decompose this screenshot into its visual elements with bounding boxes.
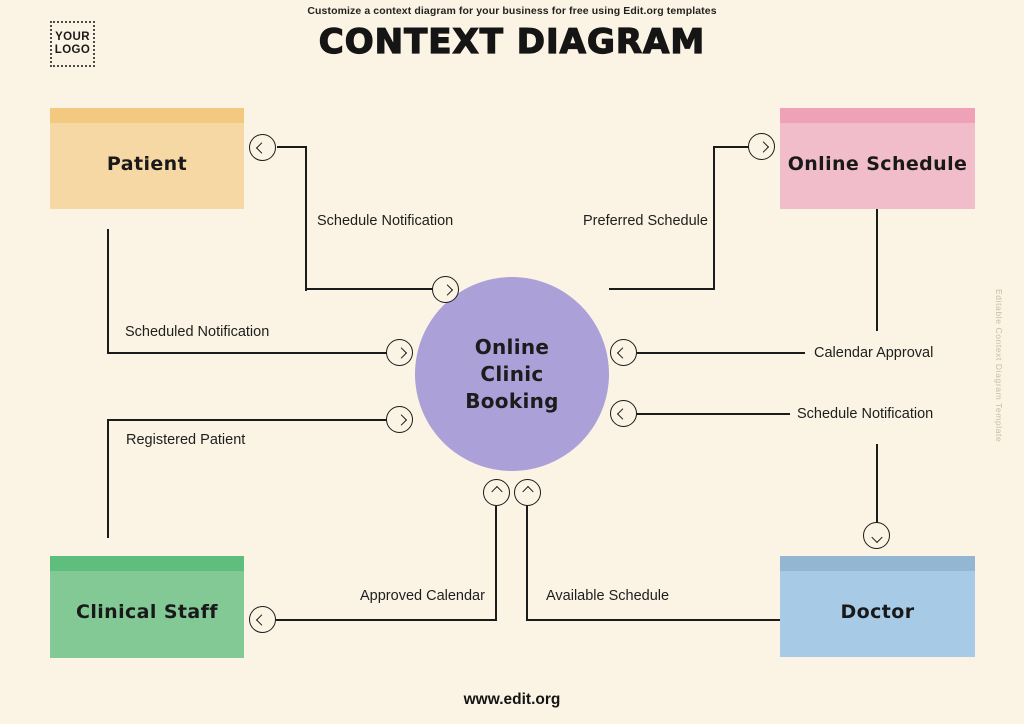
chevron-right-icon [395,413,407,426]
side-watermark: Editable Context Diagram Template [994,289,1004,443]
flow-line-registered-patient [107,419,109,538]
chevron-right-icon [395,346,407,359]
flow-line-scheduled-notification [107,352,387,354]
flow-line-registered-patient [107,419,387,421]
flow-line-available-schedule [526,619,781,621]
flow-line-approved-calendar [276,619,497,621]
flow-label-calendar-approval: Calendar Approval [814,345,934,361]
entity-patient-header-strip [50,108,244,123]
chevron-right-icon [441,283,453,296]
flow-line-calendar-approval [637,352,805,354]
flow-line-schedule-notification-right [637,413,790,415]
logo-placeholder: YOUR LOGO [50,21,95,67]
arrow-node-into-doctor [863,522,890,549]
arrow-node-into-center-bottom-right [514,479,541,506]
flow-label-schedule-notification-top: Schedule Notification [317,213,454,229]
arrow-node-into-center-left-lower [386,406,413,433]
flow-line-preferred-schedule [713,146,715,290]
arrow-node-into-clinical-staff [249,606,276,633]
flow-line-approved-calendar [495,506,497,621]
entity-doctor-label: Doctor [840,600,915,623]
entity-online-schedule-label: Online Schedule [787,152,968,175]
logo-text-line1: YOUR [55,30,90,43]
entity-patient: Patient [50,108,244,209]
flow-label-scheduled-notification: Scheduled Notification [125,324,270,340]
flow-line-schedule-notification-top [277,146,307,148]
entity-clinical-staff-header-strip [50,556,244,571]
entity-online-schedule-header-strip [780,108,975,123]
chevron-down-icon [870,531,883,543]
flow-label-registered-patient: Registered Patient [126,432,246,448]
flow-line-schedule-notification-top [305,288,433,290]
center-process-label: Online Clinic Booking [465,334,559,413]
flow-line-schedule-notification-right [876,444,878,523]
entity-doctor: Doctor [780,556,975,657]
arrow-node-into-center-topleft [432,276,459,303]
flow-label-schedule-notification-right: Schedule Notification [797,406,934,422]
arrow-node-into-center-bottom-left [483,479,510,506]
flow-line-preferred-schedule [609,288,715,290]
chevron-left-icon [616,346,628,359]
entity-clinical-staff: Clinical Staff [50,556,244,658]
tagline: Customize a context diagram for your bus… [307,5,717,17]
flow-label-available-schedule: Available Schedule [546,588,670,604]
chevron-left-icon [255,613,267,626]
chevron-right-icon [757,140,769,153]
chevron-up-icon [521,485,534,497]
flow-line-calendar-approval [876,209,878,331]
entity-clinical-staff-label: Clinical Staff [76,601,218,623]
flow-line-preferred-schedule [713,146,749,148]
logo-text-line2: LOGO [54,44,91,56]
center-process-circle: Online Clinic Booking [415,277,609,471]
arrow-node-into-center-left-upper [386,339,413,366]
flow-line-scheduled-notification [107,229,109,354]
flow-label-approved-calendar: Approved Calendar [360,588,485,604]
page-title: CONTEXT DIAGRAM [318,21,706,62]
arrow-node-into-center-right-lower [610,400,637,427]
chevron-up-icon [490,485,503,497]
entity-patient-label: Patient [106,152,188,175]
arrow-node-into-patient [249,134,276,161]
flow-line-available-schedule [526,506,528,621]
entity-doctor-header-strip [780,556,975,571]
chevron-left-icon [616,407,628,420]
flow-line-schedule-notification-top [305,146,307,291]
arrow-node-into-center-right-upper [610,339,637,366]
arrow-node-into-online-schedule [748,133,775,160]
flow-label-preferred-schedule: Preferred Schedule [583,213,708,229]
chevron-left-icon [255,141,267,154]
entity-online-schedule: Online Schedule [780,108,975,209]
footer-site-url: www.edit.org [463,691,561,708]
